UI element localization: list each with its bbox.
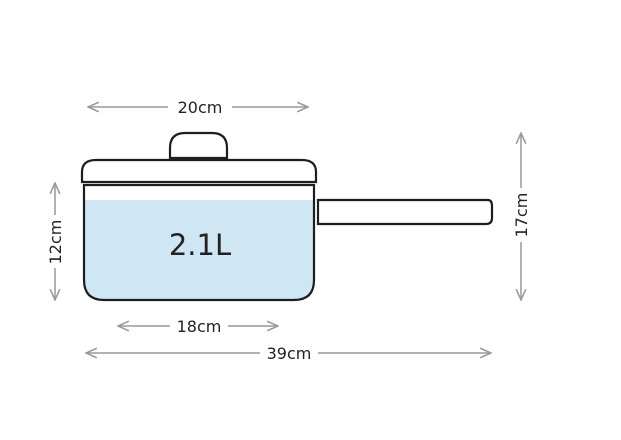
lid-knob: [168, 131, 229, 160]
total-height-label: 17cm: [512, 193, 531, 238]
base-width-label: 18cm: [177, 317, 222, 336]
total-length-dimension: 39cm: [86, 344, 491, 363]
handle: [316, 198, 494, 226]
base-width-dimension: 18cm: [118, 317, 278, 336]
capacity-label: 2.1L: [169, 228, 231, 262]
total-height-dimension: 17cm: [512, 133, 531, 300]
saucepan: 2.1L: [80, 131, 494, 302]
body-height-label: 12cm: [46, 220, 65, 265]
lid-width-dimension: 20cm: [88, 98, 308, 117]
body-height-dimension: 12cm: [46, 183, 65, 300]
lid: [80, 158, 318, 184]
total-length-label: 39cm: [267, 344, 312, 363]
lid-width-label: 20cm: [178, 98, 223, 117]
water-fill: [85, 200, 313, 299]
pot-body: [82, 183, 316, 302]
